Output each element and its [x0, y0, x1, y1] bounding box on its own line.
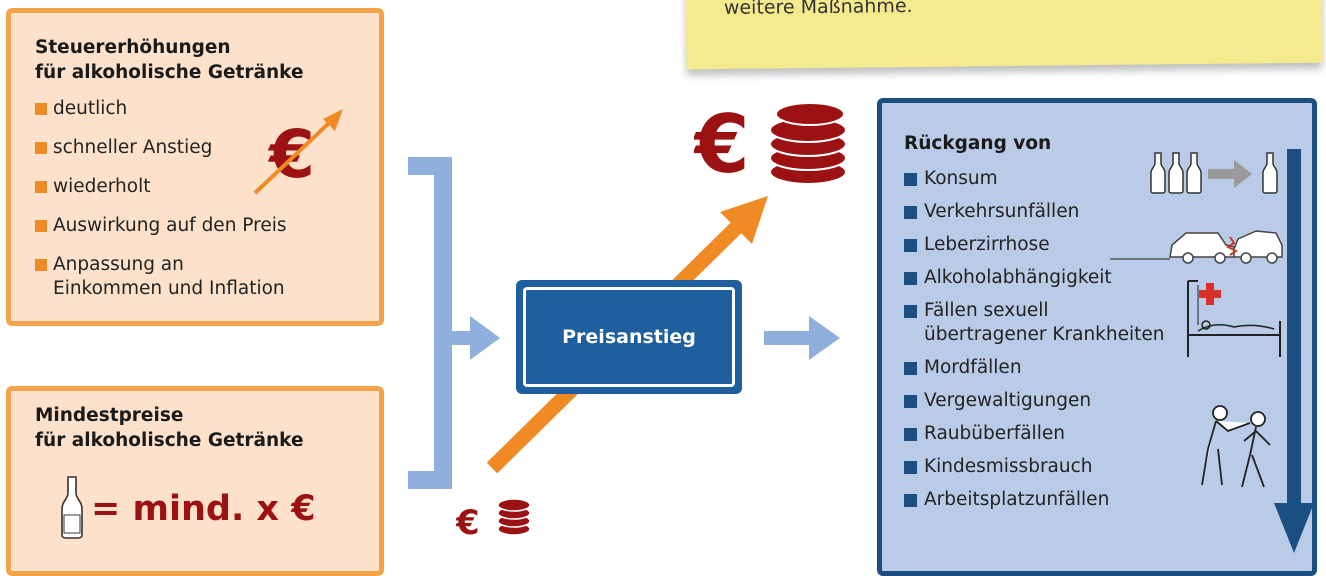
list-item: Konsum — [904, 167, 1165, 191]
large-euro-symbol: € — [694, 98, 750, 191]
list-item: Anpassung an — [35, 253, 287, 277]
hospital-bed-icon — [1184, 277, 1284, 365]
price-increase-box: Preisanstieg — [516, 280, 742, 394]
reduction-box-title: Rückgang von — [904, 133, 1052, 154]
list-item: wiederholt — [35, 175, 287, 199]
list-item-continuation: übertragener Krankheiten — [924, 324, 1165, 345]
tax-measures-list: deutlich schneller Anstieg wiederholt Au… — [35, 97, 287, 301]
euro-up-arrow-icon: € — [247, 105, 357, 195]
price-increase-label: Preisanstieg — [562, 326, 696, 348]
list-item: Auswirkung auf den Preis — [35, 214, 287, 238]
bottle-icon — [59, 475, 85, 543]
svg-text:€: € — [267, 116, 315, 193]
minimum-price-box: Mindestpreise für alkoholische Getränke … — [6, 386, 384, 576]
list-item-continuation: Einkommen und Inflation — [53, 278, 285, 299]
list-item: Kindesmissbrauch — [904, 455, 1165, 479]
arrow-shaft-left — [443, 331, 473, 345]
car-crash-icon — [1110, 219, 1286, 269]
list-item: Vergewaltigungen — [904, 389, 1165, 413]
coins-icon — [769, 102, 847, 185]
large-euro-coins: € — [692, 92, 854, 196]
list-item: Verkehrsunfällen — [904, 200, 1165, 224]
violence-icon — [1198, 401, 1280, 497]
list-item: Arbeitsplatzunfällen — [904, 488, 1165, 512]
small-euro-coins: € — [455, 496, 536, 546]
reduction-list: Konsum Verkehrsunfällen Leberzirrhose Al… — [904, 167, 1165, 521]
tax-increase-box: Steuererhöhungen für alkoholische Geträn… — [6, 8, 384, 326]
list-item: Mordfällen — [904, 356, 1165, 380]
list-item: Fällen sexuell — [904, 299, 1165, 323]
price-increase-frame: Preisanstieg — [523, 287, 735, 387]
rising-arrow-head — [720, 196, 768, 244]
arrow-head-left — [470, 316, 500, 360]
small-euro-symbol: € — [456, 503, 480, 542]
tax-box-title: Steuererhöhungen für alkoholische Geträn… — [35, 37, 304, 83]
arrow-shaft-right — [764, 331, 812, 345]
list-item: deutlich — [35, 97, 287, 121]
down-arrow-icon — [1274, 149, 1314, 559]
arrow-head-right — [809, 316, 840, 360]
reduction-box: Rückgang von Konsum Verkehrsunfällen Leb… — [877, 98, 1317, 576]
bracket — [408, 157, 452, 489]
coins-icon — [497, 498, 531, 536]
list-item: Leberzirrhose — [904, 233, 1165, 257]
minimum-price-formula: = mind. x € — [91, 489, 316, 529]
list-item: Alkoholabhängigkeit — [904, 266, 1165, 290]
list-item: schneller Anstieg — [35, 136, 287, 160]
list-item: Raubüberfällen — [904, 422, 1165, 446]
minprice-box-title: Mindestpreise für alkoholische Getränke — [35, 405, 304, 451]
bottles-reduce-icon — [1150, 151, 1284, 199]
